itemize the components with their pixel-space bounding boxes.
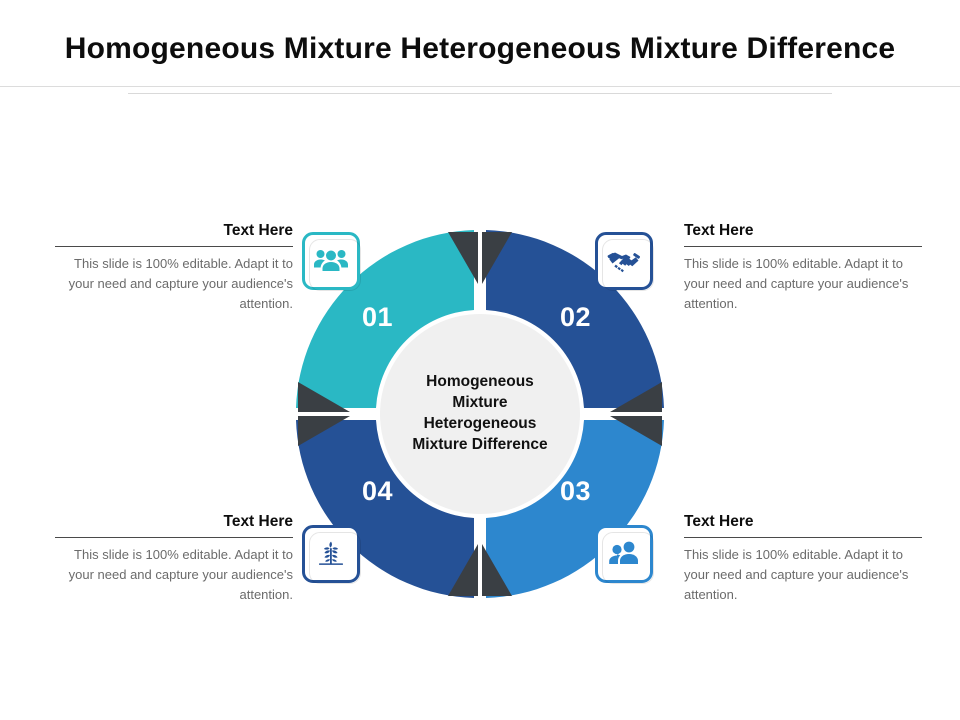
plant-sapling-icon xyxy=(315,538,347,570)
arrow-notch-left xyxy=(298,382,350,446)
two-people-icon xyxy=(608,538,640,570)
center-line-4: Mixture Difference xyxy=(412,435,548,453)
segment-number-04: 04 xyxy=(362,476,394,506)
segment-number-01: 01 xyxy=(362,302,394,332)
text-block-02-body: This slide is 100% editable. Adapt it to… xyxy=(684,255,909,311)
arrow-notch-bottom xyxy=(448,544,512,596)
text-block-03: Text Here This slide is 100% editable. A… xyxy=(684,513,922,605)
text-block-04-body: This slide is 100% editable. Adapt it to… xyxy=(68,546,293,602)
page-title: Homogeneous Mixture Heterogeneous Mixtur… xyxy=(64,32,896,65)
center-hub: Homogeneous Mixture Heterogeneous Mixtur… xyxy=(380,314,580,514)
header-divider-inset xyxy=(128,93,832,94)
icon-badge-02[interactable] xyxy=(595,232,654,291)
text-block-03-heading: Text Here xyxy=(684,513,754,530)
text-block-04: Text Here This slide is 100% editable. A… xyxy=(55,513,293,605)
segment-number-02: 02 xyxy=(560,302,592,332)
text-block-02: Text Here This slide is 100% editable. A… xyxy=(684,222,922,314)
text-block-03-divider xyxy=(684,536,922,538)
handshake-icon xyxy=(607,244,641,278)
text-block-01-body: This slide is 100% editable. Adapt it to… xyxy=(68,255,293,311)
icon-badge-04[interactable] xyxy=(302,525,361,584)
group-of-people-icon xyxy=(314,244,348,278)
donut-segment-01[interactable] xyxy=(296,230,474,408)
center-line-3: Heterogeneous xyxy=(423,415,537,432)
arrow-notch-right xyxy=(610,382,662,446)
text-block-04-divider xyxy=(55,536,293,538)
circular-quadrant-diagram: 01 02 03 04 Homogeneous Mixture Heteroge… xyxy=(288,222,672,606)
icon-badge-01[interactable] xyxy=(302,232,361,291)
header-divider-full xyxy=(0,86,960,87)
text-block-01-heading: Text Here xyxy=(223,222,294,239)
icon-badge-03[interactable] xyxy=(595,525,654,584)
text-block-01-divider xyxy=(55,245,293,247)
text-block-02-divider xyxy=(684,245,922,247)
arrow-notch-top xyxy=(448,232,512,284)
donut-segment-03[interactable] xyxy=(486,420,664,598)
center-hub-label: Homogeneous Mixture Heterogeneous Mixtur… xyxy=(398,372,561,456)
donut-chart-svg xyxy=(296,230,664,598)
text-block-01: Text Here This slide is 100% editable. A… xyxy=(55,222,293,314)
donut-segment-04[interactable] xyxy=(296,420,474,598)
donut-segment-02[interactable] xyxy=(486,230,664,408)
text-block-03-body: This slide is 100% editable. Adapt it to… xyxy=(684,546,909,602)
center-line-1: Homogeneous xyxy=(426,373,534,391)
text-block-02-heading: Text Here xyxy=(684,222,754,239)
text-block-04-heading: Text Here xyxy=(223,513,294,530)
segment-number-03: 03 xyxy=(560,476,592,506)
center-line-2: Mixture xyxy=(452,394,508,412)
